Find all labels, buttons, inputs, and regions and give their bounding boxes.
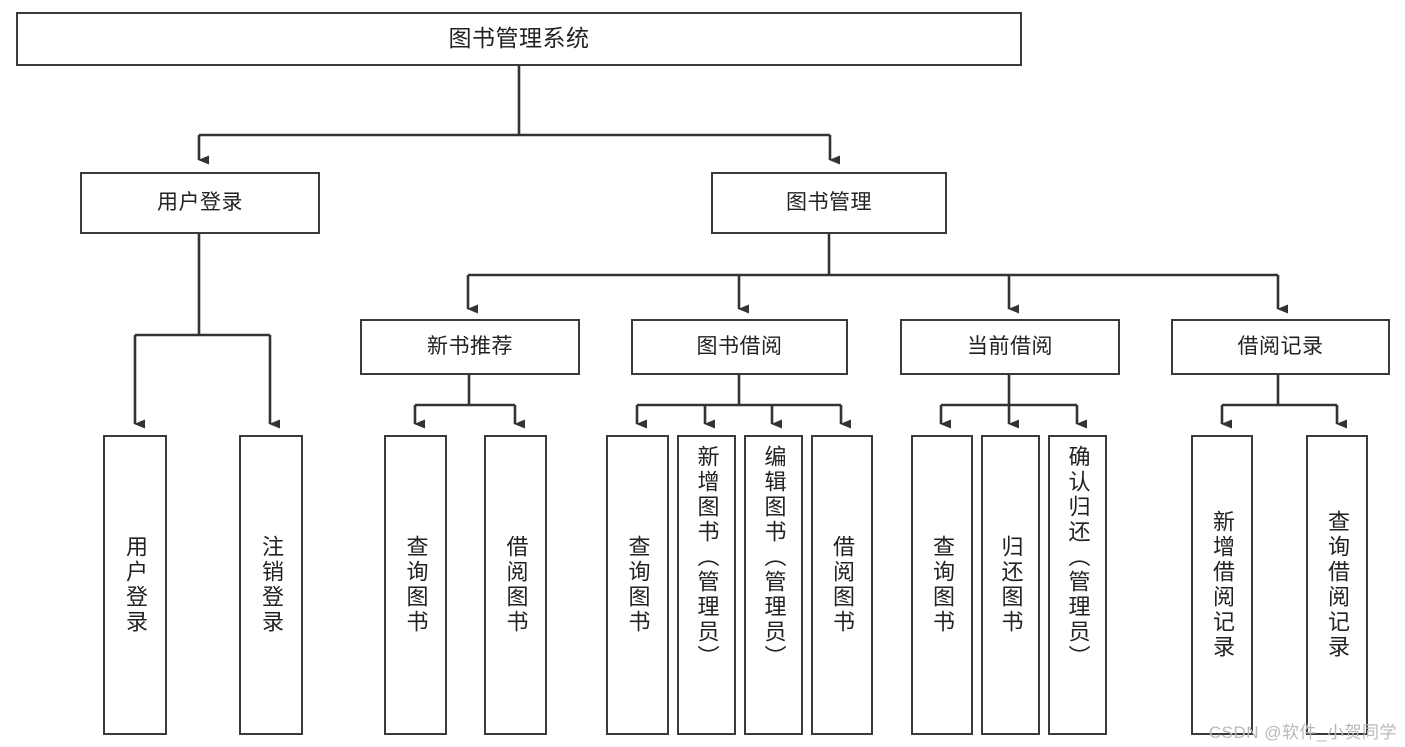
node-label: 用户登录 <box>123 535 148 635</box>
node-label: 图书管理系统 <box>448 25 590 52</box>
node-label: 确认归还（管理员） <box>1065 445 1091 670</box>
node-leaf-user-login[interactable]: 用户登录 <box>103 435 167 735</box>
node-leaf-query-book-borrow[interactable]: 查询图书 <box>606 435 669 735</box>
node-label: 编辑图书（管理员） <box>761 445 787 670</box>
node-leaf-borrow-book[interactable]: 借阅图书 <box>811 435 873 735</box>
node-label: 查询图书 <box>625 535 651 635</box>
node-label: 借阅图书 <box>830 535 855 635</box>
node-book-borrow[interactable]: 图书借阅 <box>631 319 848 375</box>
node-label: 借阅记录 <box>1237 335 1324 359</box>
node-leaf-query-book-current[interactable]: 查询图书 <box>911 435 973 735</box>
node-label: 查询图书 <box>403 535 429 635</box>
node-root[interactable]: 图书管理系统 <box>16 12 1022 66</box>
watermark: CSDN @软件_小贺同学 <box>1208 723 1397 742</box>
node-label: 借阅图书 <box>503 535 529 635</box>
node-label: 归还图书 <box>998 535 1024 635</box>
node-new-book-rec[interactable]: 新书推荐 <box>360 319 580 375</box>
node-label: 新增图书（管理员） <box>694 445 720 670</box>
node-book-manage[interactable]: 图书管理 <box>711 172 947 234</box>
node-label: 查询图书 <box>930 535 955 635</box>
node-label: 新书推荐 <box>427 335 513 359</box>
node-label: 注销登录 <box>259 535 284 635</box>
node-current-borrow[interactable]: 当前借阅 <box>900 319 1120 375</box>
node-label: 新增借阅记录 <box>1210 510 1235 660</box>
node-leaf-add-book[interactable]: 新增图书（管理员） <box>677 435 736 735</box>
node-leaf-return-book[interactable]: 归还图书 <box>981 435 1040 735</box>
node-leaf-edit-book[interactable]: 编辑图书（管理员） <box>744 435 803 735</box>
node-leaf-borrow-book-rec[interactable]: 借阅图书 <box>484 435 547 735</box>
node-label: 用户登录 <box>157 191 243 215</box>
node-label: 当前借阅 <box>967 335 1053 359</box>
node-borrow-record[interactable]: 借阅记录 <box>1171 319 1390 375</box>
node-label: 查询借阅记录 <box>1325 510 1350 660</box>
node-leaf-add-record[interactable]: 新增借阅记录 <box>1191 435 1253 735</box>
node-leaf-confirm-return[interactable]: 确认归还（管理员） <box>1048 435 1107 735</box>
node-user-login[interactable]: 用户登录 <box>80 172 320 234</box>
node-leaf-logout[interactable]: 注销登录 <box>239 435 303 735</box>
node-label: 图书借阅 <box>696 335 783 359</box>
node-leaf-query-record[interactable]: 查询借阅记录 <box>1306 435 1368 735</box>
node-leaf-query-book-rec[interactable]: 查询图书 <box>384 435 447 735</box>
node-label: 图书管理 <box>786 191 872 215</box>
